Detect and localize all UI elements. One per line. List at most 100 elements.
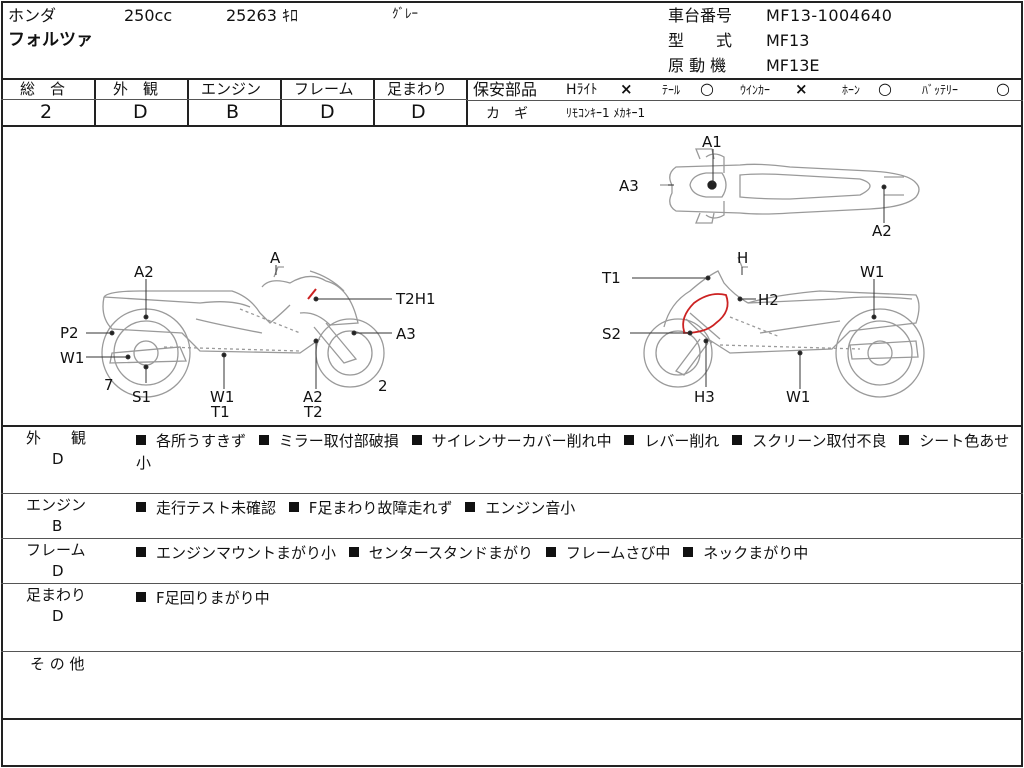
horn-mark: ○: [878, 79, 892, 98]
label-t1: T1: [601, 269, 621, 287]
battery-mark: ○: [996, 79, 1010, 98]
bullet-icon: [348, 547, 359, 557]
grade-row-bottom-line: [1, 125, 1023, 127]
bullet-icon: [136, 435, 146, 445]
winker-label: ｳｲﾝｶｰ: [740, 83, 771, 97]
grade-suspension: D: [411, 101, 426, 123]
grade-exterior-label: 外 観: [113, 80, 159, 98]
label-a2: A2: [134, 263, 154, 281]
label-w1: W1: [210, 388, 234, 406]
tail-mark: ○: [700, 79, 714, 98]
engine-label: 原 動 機: [668, 56, 727, 75]
remark-suspension-grade: D: [52, 607, 64, 625]
remark-item: ネックまがり中: [703, 544, 809, 562]
bullet-icon: [624, 435, 635, 445]
grade-frame: D: [320, 101, 335, 123]
remark-suspension-label: 足まわり: [26, 586, 87, 604]
grade-divider: [187, 78, 189, 126]
safety-label: 保安部品: [473, 80, 538, 99]
key-label: カ ギ: [486, 106, 528, 122]
model-name: フォルツァ: [8, 30, 93, 50]
type-label: 型 式: [668, 31, 733, 50]
remark-item: シート色あせ小: [136, 432, 1010, 472]
remarks-divider: [1, 583, 1023, 584]
remark-item: ミラー取付部破損: [278, 432, 399, 450]
bullet-icon: [411, 435, 422, 445]
remark-engine-label: エンジン: [26, 496, 87, 514]
label-a: A: [270, 249, 281, 267]
safety-line: [467, 100, 1023, 101]
remark-item: サイレンサーカバー削れ中: [431, 432, 612, 450]
bullet-icon: [732, 435, 743, 445]
remark-item: センタースタンドまがり: [368, 544, 534, 562]
label-h3: H3: [694, 388, 715, 406]
damage-highlight: [307, 288, 317, 300]
remark-item: レバー削れ: [644, 432, 720, 450]
remark-frame-grade: D: [52, 562, 64, 580]
remark-item: F足まわり故障走れず: [308, 499, 453, 517]
label-s1: S1: [132, 388, 151, 406]
headlight-label: Hﾗｲﾄ: [566, 82, 598, 98]
scooter-left-view: [101, 266, 385, 398]
frame-no-label: 車台番号: [668, 6, 733, 25]
bullet-icon: [136, 592, 146, 602]
battery-label: ﾊﾞｯﾃﾘｰ: [922, 83, 959, 97]
remarks-top-line: [1, 425, 1023, 427]
grade-exterior: D: [133, 101, 148, 123]
bullet-icon: [258, 435, 269, 445]
frame-no: MF13-1004640: [766, 6, 893, 25]
label-2: 2: [378, 377, 388, 395]
remark-item: 走行テスト未確認: [156, 499, 277, 517]
label-h: H: [737, 249, 748, 267]
remark-exterior-label: 外 観: [26, 429, 87, 447]
grade-divider: [466, 78, 468, 126]
maker: ホンダ: [8, 6, 57, 25]
grade-divider: [94, 78, 96, 126]
grade-row-top-line: [1, 78, 1023, 80]
bullet-icon: [288, 502, 299, 512]
remark-exterior-items: 各所うすきず ミラー取付部破損 サイレンサーカバー削れ中 レバー削れ スクリーン…: [136, 430, 1016, 474]
grade-engine-label: エンジン: [201, 80, 262, 98]
mileage: 25263 ｷﾛ: [226, 6, 298, 25]
remark-item: スクリーン取付不良: [752, 432, 887, 450]
label-t1: T1: [210, 403, 230, 421]
remark-suspension-items: F足回りまがり中: [136, 587, 1016, 609]
tail-label: ﾃｰﾙ: [662, 83, 681, 97]
color: ｸﾞﾚｰ: [392, 7, 418, 22]
bullet-icon: [545, 547, 556, 557]
remark-other-label: そ の 他: [30, 655, 85, 673]
scooter-top-view: [660, 148, 920, 224]
grade-total-label: 総 合: [20, 80, 66, 98]
remark-engine-items: 走行テスト未確認 F足まわり故障走れず エンジン音小: [136, 497, 1016, 519]
scooter-right-view: [643, 256, 925, 398]
grade-total: 2: [40, 101, 53, 123]
grade-suspension-label: 足まわり: [387, 80, 448, 98]
remarks-divider: [1, 538, 1023, 539]
bullet-icon: [136, 547, 146, 557]
displacement: 250cc: [124, 6, 173, 25]
type-value: MF13: [766, 31, 810, 50]
remarks-divider: [1, 651, 1023, 652]
label-a2: A2: [872, 222, 892, 240]
label-a2: A2: [303, 388, 323, 406]
headlight-mark: ×: [620, 80, 633, 98]
label-w1: W1: [860, 263, 884, 281]
grade-label-line: [1, 99, 467, 100]
remark-item: フレームさび中: [565, 544, 671, 562]
remark-engine-grade: B: [52, 517, 63, 535]
remark-frame-items: エンジンマウントまがり小 センタースタンドまがり フレームさび中 ネックまがり中: [136, 542, 1016, 564]
remark-frame-label: フレーム: [26, 541, 86, 559]
grade-divider: [280, 78, 282, 126]
label-a3: A3: [396, 325, 416, 343]
label-a3: A3: [619, 177, 639, 195]
grade-engine: B: [226, 101, 240, 123]
remark-item: エンジン音小: [485, 499, 576, 517]
grade-frame-label: フレーム: [294, 80, 354, 98]
horn-label: ﾎｰﾝ: [842, 83, 861, 97]
remarks-bottom-line: [1, 718, 1023, 720]
label-t2: T2: [303, 403, 323, 421]
label-s2: S2: [602, 325, 621, 343]
damage-highlight: [682, 293, 729, 334]
